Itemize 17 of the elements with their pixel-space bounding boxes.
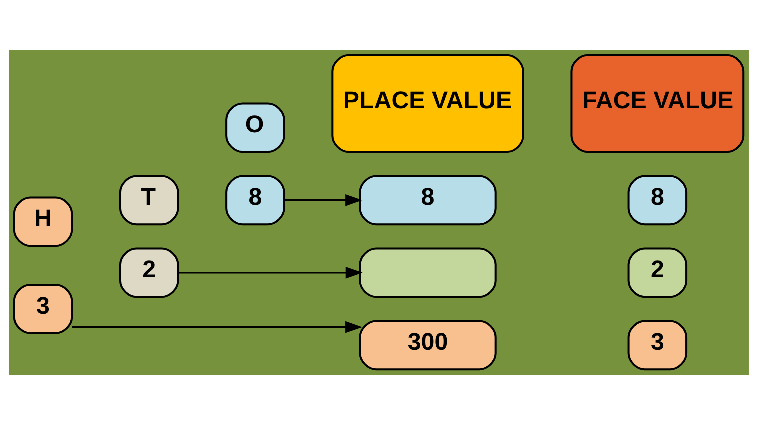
- node-box: H: [13, 196, 74, 247]
- node-box: 8: [359, 174, 497, 226]
- node-box: 2: [628, 247, 688, 298]
- arrow: [284, 194, 363, 206]
- node-box: 8: [226, 174, 286, 226]
- arrow: [72, 320, 362, 333]
- node-box: [359, 247, 497, 298]
- node-box: T: [119, 174, 180, 226]
- node-box: PLACE VALUE: [332, 54, 524, 153]
- node-box: 8: [628, 174, 688, 226]
- node-box: O: [226, 102, 286, 153]
- node-box: 3: [13, 284, 74, 334]
- node-box: 300: [359, 320, 497, 370]
- node-box: FACE VALUE: [570, 54, 745, 153]
- arrow: [178, 266, 363, 278]
- node-box: 3: [628, 320, 688, 370]
- node-box: 2: [119, 247, 180, 298]
